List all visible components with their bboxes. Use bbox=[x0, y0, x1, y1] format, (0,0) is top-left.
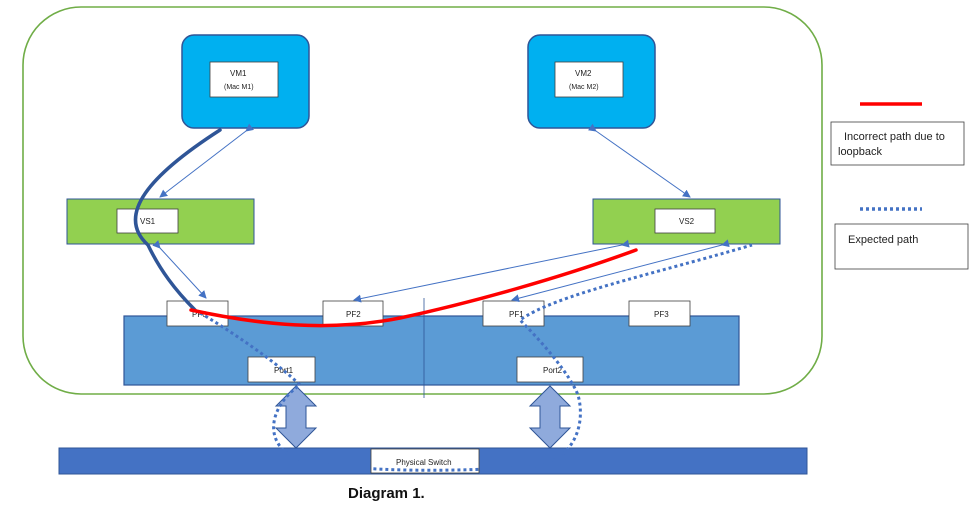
vs1-label: VS1 bbox=[140, 217, 156, 226]
vm1-mac: (Mac M1) bbox=[224, 84, 254, 91]
legend-expected-path-box bbox=[834, 223, 969, 270]
port1-label: Port1 bbox=[274, 366, 294, 375]
legend-expected-label: Expected path bbox=[848, 234, 918, 246]
pf3-box bbox=[628, 300, 691, 327]
physical-switch-label: Physical Switch bbox=[396, 458, 452, 467]
pf0-label: PF0 bbox=[192, 310, 207, 319]
legend-incorrect-path-box bbox=[830, 121, 965, 166]
pf3-label: PF3 bbox=[654, 310, 669, 319]
pf1-label: PF1 bbox=[509, 310, 524, 319]
expected-path bbox=[194, 243, 753, 472]
physical-switch-label-box bbox=[370, 448, 480, 474]
vm2-name: VM2 bbox=[575, 69, 592, 78]
vs2-label: VS2 bbox=[679, 217, 695, 226]
nic-box bbox=[123, 315, 740, 386]
vs2-pf1-connector bbox=[511, 239, 730, 303]
pf0-box bbox=[166, 300, 229, 327]
vm1-vs1-connector bbox=[159, 123, 254, 198]
vs1-label-box bbox=[116, 208, 179, 234]
pf2-label: PF2 bbox=[346, 310, 361, 319]
port1-switch-double-arrow bbox=[274, 385, 318, 449]
vs1-box bbox=[66, 198, 255, 245]
vm1-label-box bbox=[209, 61, 279, 98]
legend-incorrect-line2: loopback bbox=[838, 146, 883, 158]
port2-switch-double-arrow bbox=[528, 385, 572, 449]
vs2-label-box bbox=[654, 208, 716, 234]
port2-box bbox=[516, 356, 584, 383]
diagram-caption: Diagram 1. bbox=[348, 485, 425, 502]
vm2-label-box bbox=[554, 61, 624, 98]
legend-incorrect-line1: Incorrect path due to bbox=[844, 131, 945, 143]
incorrect-path bbox=[189, 248, 638, 328]
port2-label: Port2 bbox=[543, 366, 563, 375]
vm2-mac: (Mac M2) bbox=[569, 84, 599, 91]
vm2-vs2-connector bbox=[587, 123, 691, 198]
vm1-path bbox=[133, 128, 222, 312]
vm1-name: VM1 bbox=[230, 69, 247, 78]
vs1-pf0-connector bbox=[152, 240, 207, 299]
